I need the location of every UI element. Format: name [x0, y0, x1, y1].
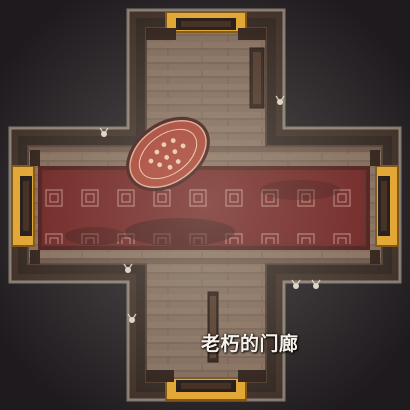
room-name-label: 老朽的门廊 [201, 333, 299, 355]
